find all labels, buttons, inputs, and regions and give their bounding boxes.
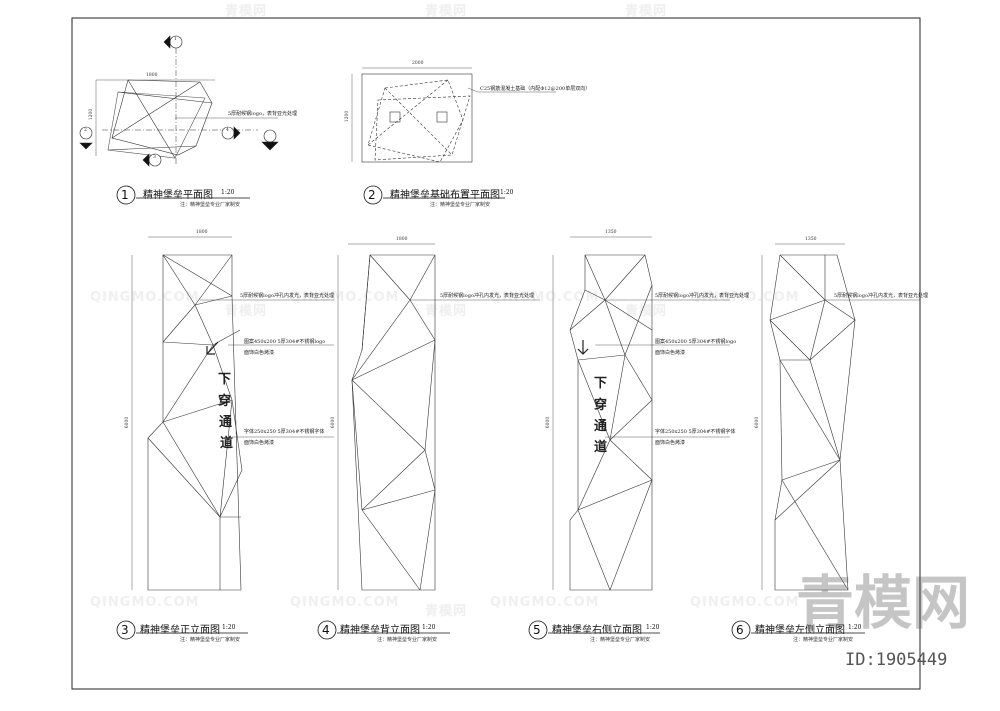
view-title: 精神堡垒背立面图 (340, 625, 420, 636)
watermark: 青模网 (625, 304, 668, 319)
annotation: 5厚耐候钢logo冲孔内发光，表背亚光处理 (440, 293, 535, 299)
annotation: 图案450x200 5厚304#不锈钢logo (655, 339, 737, 345)
sign-character: 通 (219, 415, 233, 430)
right-arrow-graphic (577, 340, 589, 355)
dimension-label: 6000 (125, 416, 131, 429)
annotation: 图案450x200 5厚304#不锈钢logo (244, 339, 326, 345)
section-mark-bottom (142, 153, 162, 167)
view-title: 精神堡垒基础布置平面图 (390, 190, 500, 201)
view-title: 精神堡垒平面图 (143, 190, 213, 201)
annotation: 面饰白色烤漆 (655, 440, 686, 446)
dimension-label: 2000 (412, 61, 424, 66)
watermark: 青模网 (625, 4, 668, 19)
back-elevation-view (337, 243, 540, 591)
watermark: QINGMO.COM (490, 290, 600, 305)
sheet-border (71, 17, 921, 690)
watermark: QINGMO.COM (90, 595, 200, 610)
view-scale: 1:20 (500, 189, 514, 196)
view-number: 5 (533, 623, 541, 637)
dimension-label: 1200 (89, 108, 95, 121)
watermark: QINGMO.COM (690, 595, 800, 610)
annotation: 5厚耐候钢logo冲孔内发光，表背亚光处理 (240, 293, 335, 299)
watermark: 青模网 (425, 604, 468, 619)
sign-character: 下 (594, 376, 608, 391)
dimension-label: 6000 (546, 416, 552, 429)
dimension-label: 1800 (196, 230, 208, 235)
left-elevation-view (761, 243, 920, 591)
view-note: 注：精神堡垒专业厂家制安 (590, 637, 651, 643)
dimension-label: 1350 (805, 237, 817, 242)
section-mark-left (79, 126, 93, 150)
view-number: 2 (368, 188, 376, 202)
view-scale: 1:20 (222, 624, 236, 631)
view-note: 注：精神堡垒专业厂家制安 (377, 637, 438, 643)
annotation: 5厚耐候钢logo冲孔内发光，表背亚光处理 (834, 293, 929, 299)
section-mark-right-2 (261, 129, 279, 151)
section-mark-right-1 (221, 126, 241, 140)
watermark: 青模网 (425, 304, 468, 319)
annotation: 字体250x250 5厚304#不锈钢字体 (655, 429, 736, 435)
view-note: 注：精神堡垒专业厂家制安 (180, 202, 241, 208)
right-elevation-view (552, 236, 730, 591)
annotation: 字体250x250 5厚304#不锈钢字体 (244, 429, 325, 435)
watermark: 青模网 (425, 4, 468, 19)
section-mark-label: 4 (226, 128, 229, 133)
sign-character: 通 (594, 419, 608, 434)
plan-view (95, 48, 278, 165)
section-mark-top (163, 35, 183, 49)
annotation: 5厚耐候钢logo，表背亚光处理 (228, 111, 298, 117)
watermark: QINGMO.COM (490, 595, 600, 610)
view-number: 4 (322, 623, 330, 637)
watermark: QINGMO.COM (290, 290, 400, 305)
view-number: 6 (736, 623, 744, 637)
view-scale: 1:20 (646, 624, 660, 631)
front-arrow-graphic (206, 341, 219, 355)
section-mark-label: 2 (84, 128, 87, 133)
brand-watermark: 青模网 (796, 569, 971, 637)
title-markers (116, 185, 865, 640)
watermark: QINGMO.COM (90, 290, 200, 305)
sign-character: 道 (220, 436, 234, 451)
sign-character: 穿 (218, 394, 232, 409)
watermark: QINGMO.COM (290, 595, 400, 610)
view-title: 精神堡垒正立面图 (140, 625, 220, 636)
annotation: C25钢筋混凝土基础（内配Φ12@200单层双向） (480, 86, 591, 92)
annotation: 面饰白色烤漆 (244, 440, 275, 446)
front-elevation-view (131, 236, 334, 591)
annotation: 5厚耐候钢logo冲孔内发光，表背亚光处理 (655, 293, 750, 299)
view-title: 精神堡垒左侧立面图 (755, 625, 845, 636)
view-note: 注：精神堡垒专业厂家制安 (793, 637, 854, 643)
view-number: 3 (121, 623, 129, 637)
annotation: 面饰白色烤漆 (244, 350, 275, 356)
sign-character: 下 (218, 372, 232, 387)
dimension-label: 1800 (146, 73, 158, 78)
foundation-plan-view (351, 67, 556, 163)
annotation: 面饰白色烤漆 (655, 350, 686, 356)
dimension-label: 1350 (605, 230, 617, 235)
view-note: 注：精神堡垒专业厂家制安 (430, 202, 491, 208)
watermark: QINGMO.COM (690, 290, 800, 305)
watermark: 青模网 (225, 304, 268, 319)
view-note: 注：精神堡垒专业厂家制安 (180, 637, 241, 643)
view-scale: 1:20 (422, 624, 436, 631)
view-title: 精神堡垒右侧立面图 (552, 625, 642, 636)
dimension-label: 6000 (331, 416, 337, 429)
section-mark-label: 3 (153, 155, 156, 160)
sign-character: 穿 (594, 398, 608, 413)
view-scale: 1:20 (848, 624, 862, 631)
watermark: 青模网 (225, 4, 268, 19)
view-scale: 1:20 (221, 189, 235, 196)
id-label: ID:1905449 (845, 650, 948, 670)
dimension-label: 1200 (345, 110, 351, 123)
dimension-label: 1800 (396, 237, 408, 242)
sign-character: 道 (594, 440, 608, 455)
dimension-label: 6000 (755, 416, 761, 429)
view-number: 1 (121, 188, 129, 202)
section-mark-label: 1 (174, 37, 177, 42)
